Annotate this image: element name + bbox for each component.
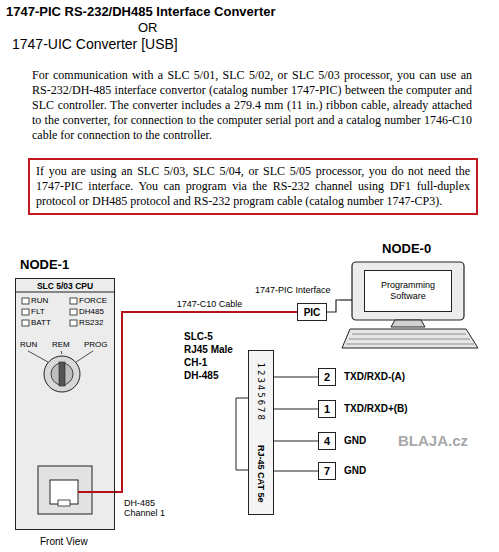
module-name: SLC 5/03 CPU [16, 279, 114, 291]
connector-label: SLC-5 [184, 331, 213, 342]
node-heading: NODE-1 [20, 257, 69, 272]
note-text: If you are using an SLC 5/03, SLC 5/04, … [36, 164, 470, 209]
pin-wire [274, 409, 318, 410]
keyboard [342, 329, 478, 348]
part-name: PIC [304, 307, 321, 318]
key-position: REM [52, 340, 70, 349]
plc-module-drawing [15, 278, 115, 530]
signal-name: TXD/RXD+(B) [344, 403, 408, 414]
pin-number: 7 [324, 465, 330, 477]
rj45-connector: 12345678RJ-45 CAT 5e [248, 350, 274, 515]
pin-number: 1 [324, 403, 330, 415]
node-heading: NODE-0 [382, 241, 431, 256]
pin-box: 7 [318, 462, 336, 480]
edge-label: 1747-C10 Cable [175, 299, 245, 309]
led-label: DH485 [79, 307, 104, 316]
note-box: If you are using an SLC 5/03, SLC 5/04, … [28, 158, 478, 215]
keyboard-keys [346, 334, 474, 344]
part-name: 1747-PIC Interface [255, 285, 331, 295]
connector-name: RJ-45 CAT 5e [256, 445, 266, 502]
ribbon-cable [327, 300, 340, 312]
pin-number: 4 [324, 435, 330, 447]
module-body [15, 278, 115, 530]
computer-drawing [340, 262, 478, 348]
pin-box: 4 [318, 432, 336, 450]
connector-label: CH-1 [184, 357, 207, 368]
pin-wire [274, 471, 318, 472]
cable-stub [340, 299, 352, 300]
signal-name: TXD/RXD-(A) [344, 371, 405, 382]
pin-box: 1 [318, 400, 336, 418]
led-label: RS232 [79, 318, 103, 327]
pin-wire [274, 441, 318, 442]
signal-name: GND [344, 465, 366, 476]
key-position: RUN [20, 340, 37, 349]
connector-label: RJ45 Male [184, 344, 233, 355]
led-label: RUN [31, 296, 48, 305]
led-label: FORCE [79, 296, 107, 305]
view-label: Front View [40, 536, 88, 547]
signal-name: GND [344, 435, 366, 446]
screen-box: Programming Software [364, 270, 452, 312]
pin-box: 2 [318, 368, 336, 386]
status-leds [22, 298, 77, 326]
monitor [352, 262, 464, 320]
pin-wire [274, 377, 318, 378]
port-label: DH-485 Channel 1 [124, 498, 172, 518]
port-door [38, 466, 92, 514]
cpu-module: NODE-1SLC 5/03 CPU [15, 278, 115, 530]
watermark: BLAJA.cz [398, 432, 468, 449]
key-switch [28, 351, 93, 392]
pin-number: 2 [324, 371, 330, 383]
converter-box: PIC [297, 303, 327, 321]
pin-numbers: 12345678 [256, 363, 266, 422]
header-line [15, 292, 115, 293]
cable-stub [78, 491, 115, 493]
screen-text: Programming Software [369, 280, 447, 302]
computer: NODE-0Programming Software [340, 262, 478, 350]
led-label: BATT [31, 318, 51, 327]
key-position: PROG [84, 340, 108, 349]
led-label: FLT [31, 307, 45, 316]
page-title: 1747-PIC RS-232/DH485 Interface Converte… [6, 4, 276, 19]
connector-label: DH-485 [184, 370, 218, 381]
heading-text: OR [138, 20, 158, 35]
body-paragraph: For communication with a SLC 5/01, SLC 5… [32, 68, 472, 143]
connector-clip [236, 398, 248, 470]
monitor-stand [391, 320, 425, 327]
heading-text: 1747-UIC Converter [USB] [12, 36, 178, 52]
